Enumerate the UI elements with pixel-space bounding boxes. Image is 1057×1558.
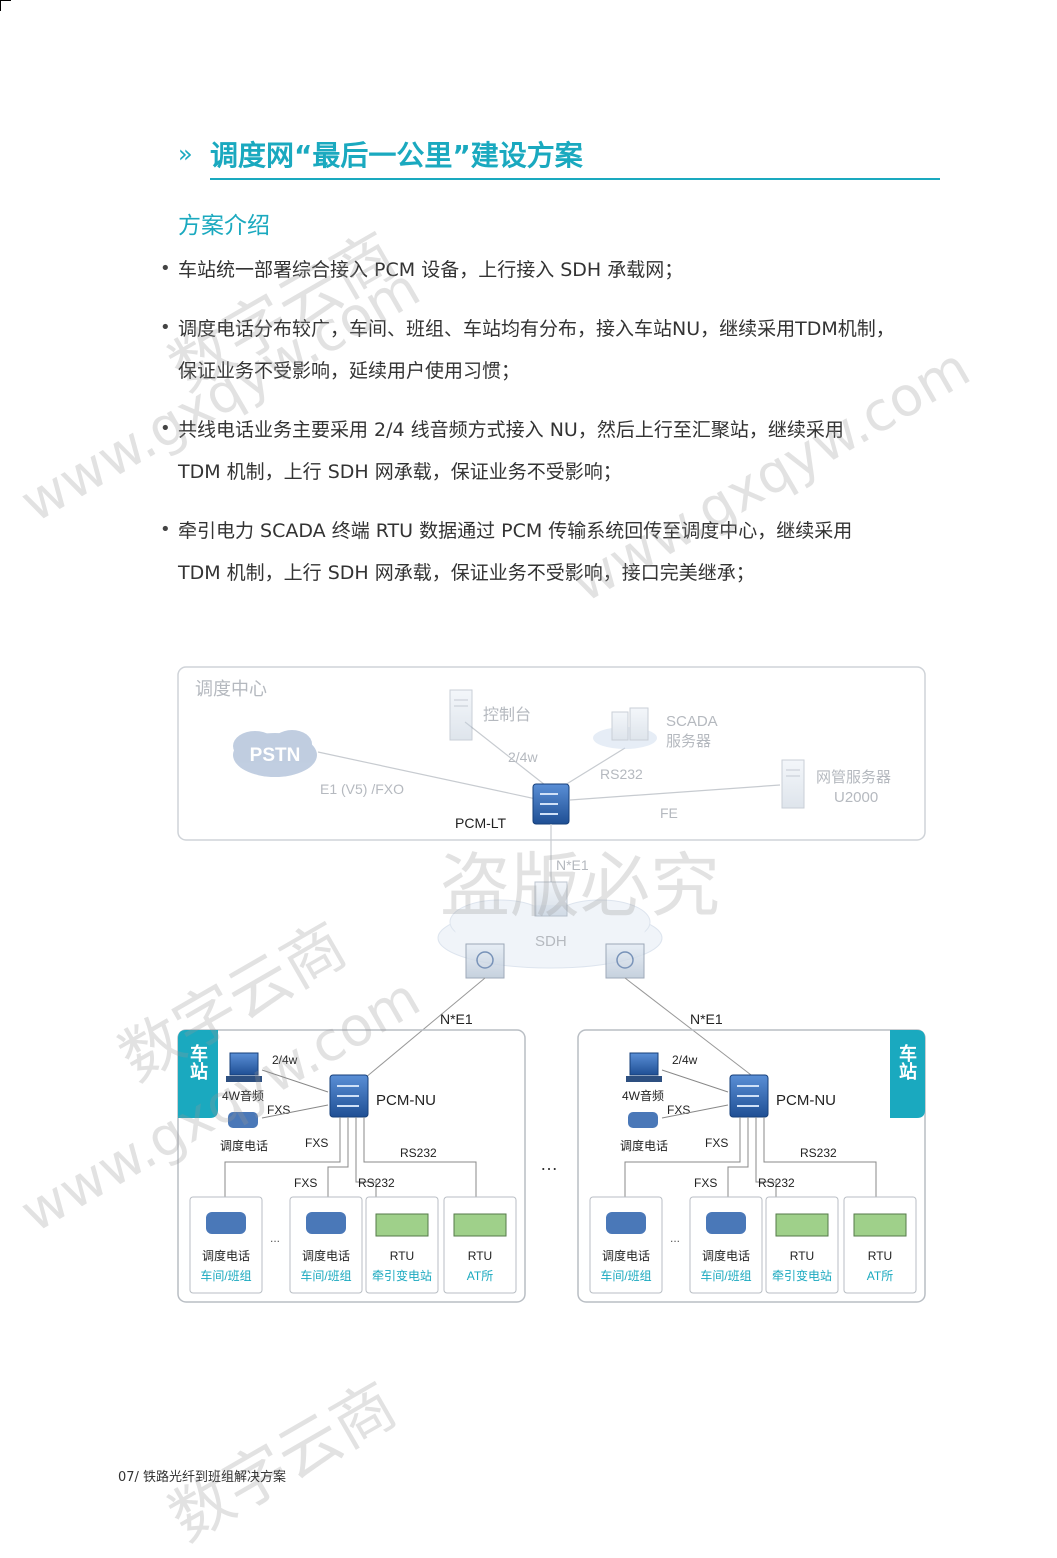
station-b-uplink-label: N*E1 xyxy=(690,1011,723,1027)
station-a-pcm-nu-label: PCM-NU xyxy=(376,1092,436,1109)
scada-link-label: RS232 xyxy=(600,766,643,782)
station-b-device-1-name: 调度电话 xyxy=(602,1248,650,1263)
nms-server-icon xyxy=(781,759,805,809)
station-b-device-2-name: 调度电话 xyxy=(702,1248,750,1263)
console-server-icon xyxy=(449,689,473,741)
station-a-pcm-nu-icon xyxy=(329,1074,369,1118)
station-a-2-4w-label: 2/4w xyxy=(272,1053,298,1067)
station-a-label: 车站 xyxy=(188,1043,208,1081)
station-a-device-1-name: 调度电话 xyxy=(202,1248,250,1263)
pstn-label: PSTN xyxy=(250,745,301,766)
bullet-3-line-2: TDM 机制，上行 SDH 网承载，保证业务不受影响； xyxy=(178,461,622,483)
bullet-1-line-1: 车站统一部署综合接入 PCM 设备，上行接入 SDH 承载网； xyxy=(178,259,684,281)
sdh-label: SDH xyxy=(535,933,567,950)
crop-mark xyxy=(0,0,11,11)
bullet-icon: • xyxy=(160,317,171,338)
console-link-label: 2/4w xyxy=(508,749,538,765)
bullet-2-line-2: 保证业务不受影响，延续用户使用习惯； xyxy=(178,360,521,382)
console-label: 控制台 xyxy=(483,706,531,724)
station-a-device-1-sub: 车间/班组 xyxy=(200,1268,251,1283)
section-heading: 方案介绍 xyxy=(178,213,270,239)
watermark: 数字云商 xyxy=(157,1368,409,1556)
watermark: www.gxqyw.com xyxy=(10,255,431,535)
station-b-dots: ... xyxy=(670,1231,680,1245)
fe-link-label: FE xyxy=(660,805,678,821)
scada-label-line-1: SCADA xyxy=(666,713,718,730)
bullet-2-line-1: 调度电话分布较广，车间、班组、车站均有分布，接入车站NU，继续采用TDM机制， xyxy=(178,318,895,340)
scada-server-icon xyxy=(593,707,657,749)
station-b-pcm-nu-icon xyxy=(729,1074,769,1118)
station-a-rs232-label-2: RS232 xyxy=(358,1176,395,1190)
station-b-fxs-label-3: FXS xyxy=(694,1176,717,1190)
station-b-2-4w-label: 2/4w xyxy=(672,1053,698,1067)
page-footer: 07/ 铁路光纤到班组解决方案 xyxy=(118,1470,287,1485)
station-b-pcm-nu-label: PCM-NU xyxy=(776,1092,836,1109)
title-marker: » xyxy=(178,140,193,168)
nms-label-line-2: U2000 xyxy=(834,789,878,806)
pcm-lt-device-icon xyxy=(532,783,570,825)
bullet-4-line-1: 牵引电力 SCADA 终端 RTU 数据通过 PCM 传输系统回传至调度中心，继… xyxy=(178,520,853,542)
station-a-fxs-label-2: FXS xyxy=(305,1136,328,1150)
bullet-icon: • xyxy=(160,258,171,279)
scada-label-line-2: 服务器 xyxy=(666,733,711,750)
station-a-phone-label: 调度电话 xyxy=(220,1138,268,1153)
station-b-device-2-sub: 车间/班组 xyxy=(700,1268,751,1283)
station-b-rs232-label-2: RS232 xyxy=(758,1176,795,1190)
station-a-dots: ... xyxy=(270,1231,280,1245)
pcm-lt-label: PCM-LT xyxy=(455,815,507,831)
station-a-audio-label: 4W音频 xyxy=(222,1088,264,1103)
station-b-device-3-sub: 牵引变电站 xyxy=(772,1268,832,1283)
station-b-device-4-sub: AT所 xyxy=(867,1269,893,1283)
title-divider xyxy=(210,178,940,180)
bullet-4-line-2: TDM 机制，上行 SDH 网承载，保证业务不受影响，接口完美继承； xyxy=(178,562,755,584)
sdh-node-top-icon xyxy=(534,881,568,917)
stations-ellipsis: … xyxy=(540,1154,558,1174)
ne1-trunk-label: N*E1 xyxy=(556,857,589,873)
dispatch-center-label: 调度中心 xyxy=(195,679,267,699)
station-b-audio-label: 4W音频 xyxy=(622,1088,664,1103)
station-a: 车站 4W音频 2/4w FXS 调度电话 PCM-NU FXS RS232 F… xyxy=(177,1029,526,1303)
station-b-fxs-label-2: FXS xyxy=(705,1136,728,1150)
station-a-device-4-name: RTU xyxy=(468,1249,492,1263)
station-b: 车站 4W音频 2/4w FXS 调度电话 PCM-NU FXS RS232 F… xyxy=(577,1029,926,1303)
station-a-device-3-sub: 牵引变电站 xyxy=(372,1268,432,1283)
station-a-device-2-sub: 车间/班组 xyxy=(300,1268,351,1283)
sdh-node-left-icon xyxy=(465,943,505,979)
network-diagram: 调度中心 PSTN 控制台 2/4w SCADA 服务器 RS232 网管服务器… xyxy=(177,666,926,1303)
station-b-device-3-name: RTU xyxy=(790,1249,814,1263)
station-a-uplink-label: N*E1 xyxy=(440,1011,473,1027)
station-a-device-2-name: 调度电话 xyxy=(302,1248,350,1263)
station-b-rs232-label-1: RS232 xyxy=(800,1146,837,1160)
pstn-cloud-icon xyxy=(233,730,317,777)
station-a-rs232-label-1: RS232 xyxy=(400,1146,437,1160)
bullet-icon: • xyxy=(160,519,171,540)
station-b-label: 车站 xyxy=(897,1043,917,1081)
station-a-fxs-label-3: FXS xyxy=(294,1176,317,1190)
station-b-phone-label: 调度电话 xyxy=(620,1138,668,1153)
station-b-device-1-sub: 车间/班组 xyxy=(600,1268,651,1283)
e1-link-label: E1 (V5) /FXO xyxy=(320,781,404,797)
page-title: 调度网“最后一公里”建设方案 xyxy=(210,139,583,172)
station-a-device-4-sub: AT所 xyxy=(467,1269,493,1283)
nms-label-line-1: 网管服务器 xyxy=(816,769,891,786)
bullet-3-line-1: 共线电话业务主要采用 2/4 线音频方式接入 NU，然后上行至汇聚站，继续采用 xyxy=(178,419,844,441)
station-a-device-3-name: RTU xyxy=(390,1249,414,1263)
bullet-icon: • xyxy=(160,418,171,439)
sdh-node-right-icon xyxy=(605,943,645,979)
station-b-device-4-name: RTU xyxy=(868,1249,892,1263)
